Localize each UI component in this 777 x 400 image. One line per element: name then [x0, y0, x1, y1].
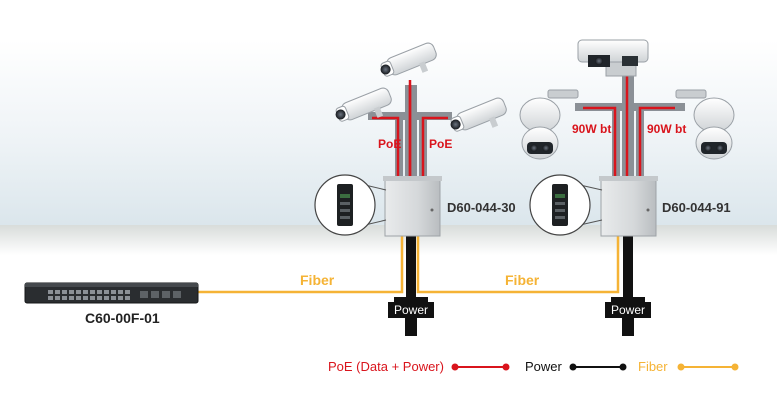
ptz-camera-left: [519, 89, 579, 160]
fiber-line-1: [198, 232, 404, 294]
multisensor-camera: [577, 39, 649, 77]
bullet-camera-left: [335, 87, 392, 122]
power-box-2: [605, 297, 651, 336]
bt-label-left: 90W bt: [572, 122, 611, 136]
poe-label-right: PoE: [429, 137, 452, 151]
legend-poe-line: [451, 363, 510, 371]
fiber-links: [198, 232, 620, 294]
network-switch: [24, 282, 199, 304]
poe-links-2: [583, 75, 675, 182]
pole-1-power-cable: [406, 232, 416, 302]
legend: PoE (Data + Power) Power Fiber: [328, 359, 739, 374]
poe-label-left: PoE: [378, 137, 401, 151]
zoom-bubble-1: [314, 174, 387, 236]
enclosure-2: [599, 176, 658, 237]
legend-power-line: [569, 363, 627, 371]
fiber-label-1: Fiber: [300, 272, 335, 288]
power-label-1: Power: [394, 303, 428, 317]
bullet-camera-right: [450, 97, 507, 132]
legend-fiber-line: [677, 363, 739, 371]
fiber-label-2: Fiber: [505, 272, 540, 288]
switch-label: C60-00F-01: [85, 310, 160, 326]
enclosure-2-label: D60-044-91: [662, 200, 731, 215]
poe-links-1: [372, 80, 448, 182]
power-box-1: [388, 297, 434, 336]
fiber-line-2: [416, 232, 620, 294]
bullet-camera-top: [380, 42, 437, 77]
pole-2-power-cable: [623, 232, 633, 302]
legend-power-label: Power: [525, 359, 563, 374]
bt-label-right: 90W bt: [647, 122, 686, 136]
power-label-2: Power: [611, 303, 645, 317]
zoom-bubble-2: [529, 174, 603, 236]
ptz-camera-right: [675, 89, 735, 160]
legend-fiber-label: Fiber: [638, 359, 668, 374]
enclosure-1-label: D60-044-30: [447, 200, 516, 215]
legend-poe-label: PoE (Data + Power): [328, 359, 444, 374]
enclosure-1: [383, 176, 442, 237]
